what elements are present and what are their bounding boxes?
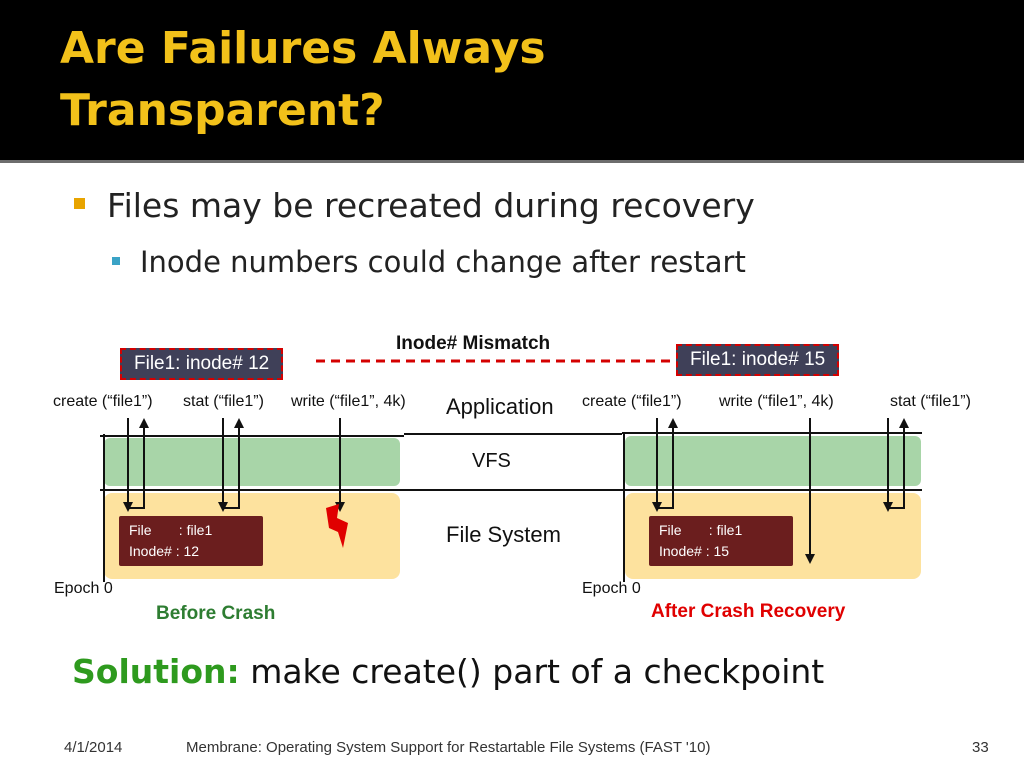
- left-create-arrow: [127, 418, 149, 509]
- before-crash-label: Before Crash: [156, 603, 276, 624]
- left-file-box-inode: Inode# : 12: [129, 543, 200, 559]
- right-create-arrow: [656, 418, 678, 509]
- layer-label-file-system: File System: [446, 522, 561, 547]
- mismatch-label: Inode# Mismatch: [396, 333, 551, 354]
- solution-keyword: Solution:: [72, 652, 240, 691]
- bullet-2-text: Inode numbers could change after restart: [140, 245, 746, 279]
- title-bar: Are Failures Always Transparent?: [0, 0, 1024, 163]
- footer-date: 4/1/2014: [64, 739, 123, 756]
- slide-title-line1: Are Failures Always: [60, 23, 546, 74]
- right-op-stat: stat (“file1”): [890, 393, 971, 410]
- square-bullet-icon: [74, 198, 85, 209]
- solution-line: Solution: make create() part of a checkp…: [72, 652, 824, 691]
- right-file-box-inode: Inode# : 15: [659, 543, 730, 559]
- right-op-write: write (“file1”, 4k): [719, 393, 834, 410]
- left-file-box: File : file1 Inode# : 12: [119, 516, 263, 566]
- solution-text: make create() part of a checkpoint: [239, 652, 825, 691]
- after-crash-label: After Crash Recovery: [651, 601, 846, 622]
- slide-title-line2: Transparent?: [60, 85, 385, 136]
- right-file-box: File : file1 Inode# : 15: [649, 516, 793, 566]
- right-file-box-name: File : file1: [659, 522, 743, 538]
- square-bullet-icon: [112, 257, 120, 265]
- bullet-2: Inode numbers could change after restart: [112, 245, 746, 279]
- right-vfs-band: [625, 436, 921, 486]
- footer-page-number: 33: [972, 739, 989, 756]
- left-vfs-band: [104, 438, 400, 486]
- crash-lightning-icon: [326, 504, 348, 548]
- left-epoch-label: Epoch 0: [54, 580, 113, 597]
- footer-citation: Membrane: Operating System Support for R…: [186, 739, 711, 756]
- layer-label-vfs: VFS: [472, 450, 511, 472]
- right-op-create: create (“file1”): [582, 393, 682, 410]
- left-file-box-name: File : file1: [129, 522, 213, 538]
- left-inode-tag: File1: inode# 12: [120, 348, 284, 380]
- bullet-1: Files may be recreated during recovery: [74, 186, 755, 225]
- left-stat-arrow: [222, 418, 244, 509]
- slide-title: Are Failures Always Transparent?: [60, 18, 960, 142]
- left-op-write: write (“file1”, 4k): [291, 393, 406, 410]
- left-op-create: create (“file1”): [53, 393, 153, 410]
- left-op-stat: stat (“file1”): [183, 393, 264, 410]
- bullet-1-text: Files may be recreated during recovery: [107, 186, 755, 225]
- right-inode-tag: File1: inode# 15: [676, 344, 840, 376]
- layer-label-application: Application: [446, 394, 554, 419]
- right-stat-arrow: [887, 418, 909, 509]
- right-epoch-label: Epoch 0: [582, 580, 641, 597]
